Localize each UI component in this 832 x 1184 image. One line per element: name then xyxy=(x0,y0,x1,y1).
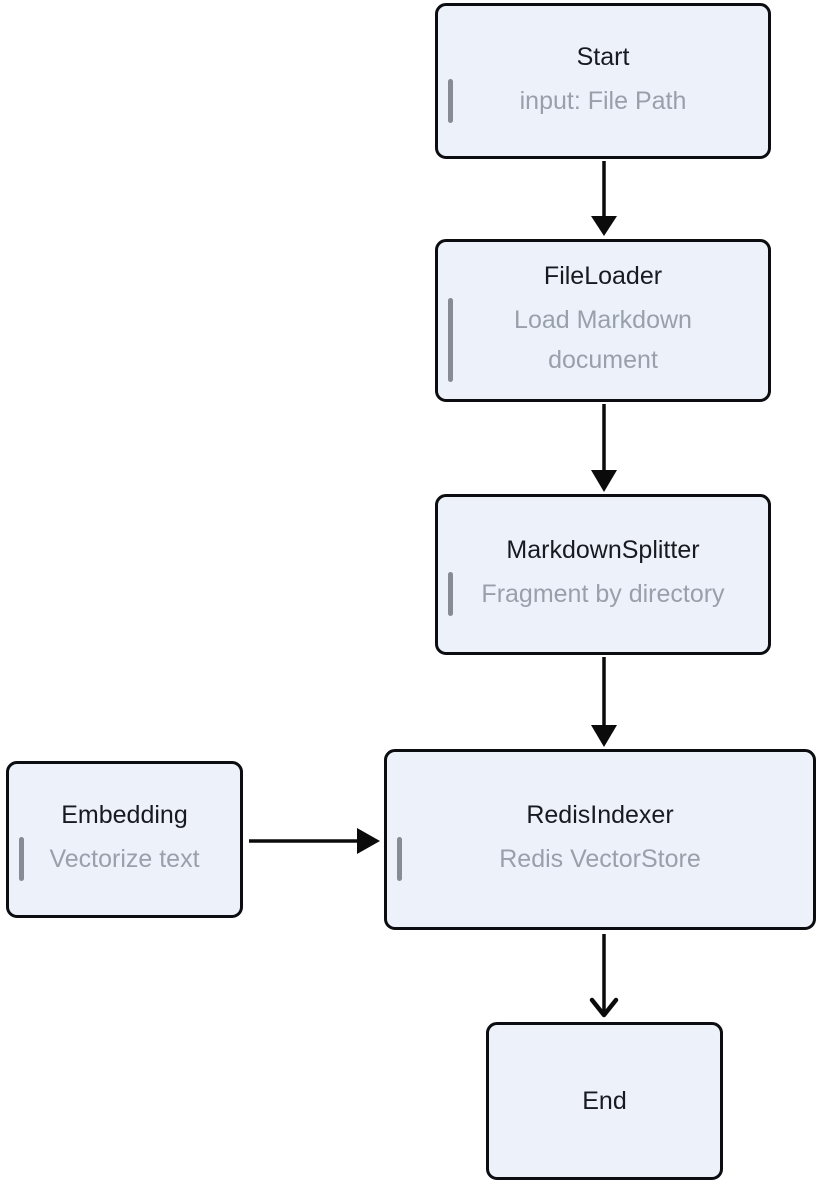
node-subtitle: input: File Path xyxy=(519,86,687,115)
node-subtitle: Load Markdown document xyxy=(514,306,692,374)
edge-fileloader-to-markdownsplitter-arrow xyxy=(591,404,617,492)
edge-embedding-to-redisindexer-arrow xyxy=(249,828,380,854)
edge-start-to-fileloader-arrow xyxy=(591,161,617,236)
node-subtitle-row: Redis VectorStore xyxy=(387,837,813,881)
node-subtitle-row: input: File Path xyxy=(438,78,768,123)
node-title: MarkdownSplitter xyxy=(506,536,700,564)
node-subtitle: Vectorize text xyxy=(49,845,200,873)
node-subtitle-row: Fragment by directory xyxy=(438,572,768,616)
node-markdownsplitter: MarkdownSplitter Fragment by directory xyxy=(435,494,771,655)
node-title: End xyxy=(582,1087,627,1115)
node-title: Embedding xyxy=(61,801,188,829)
subtitle-accent-bar xyxy=(448,78,453,123)
edge-redisindexer-to-end-arrow xyxy=(589,934,619,1018)
node-fileloader: FileLoader Load Markdown document xyxy=(435,239,771,402)
node-subtitle: Fragment by directory xyxy=(481,580,725,608)
node-start: Start input: File Path xyxy=(435,3,771,159)
subtitle-accent-bar xyxy=(448,572,453,616)
node-subtitle: Redis VectorStore xyxy=(499,845,701,873)
node-title: Start xyxy=(576,42,630,71)
node-subtitle-row: Vectorize text xyxy=(9,837,240,881)
edge-markdownsplitter-to-redisindexer-arrow xyxy=(591,657,617,747)
node-title: FileLoader xyxy=(543,262,663,290)
node-embedding: Embedding Vectorize text xyxy=(6,761,243,918)
node-title: RedisIndexer xyxy=(526,801,674,829)
subtitle-accent-bar xyxy=(19,837,24,881)
node-redisindexer: RedisIndexer Redis VectorStore xyxy=(384,749,816,930)
node-subtitle-row: Load Markdown document xyxy=(438,298,768,382)
subtitle-accent-bar xyxy=(448,298,453,382)
subtitle-accent-bar xyxy=(397,837,402,881)
node-end: End xyxy=(486,1022,723,1180)
